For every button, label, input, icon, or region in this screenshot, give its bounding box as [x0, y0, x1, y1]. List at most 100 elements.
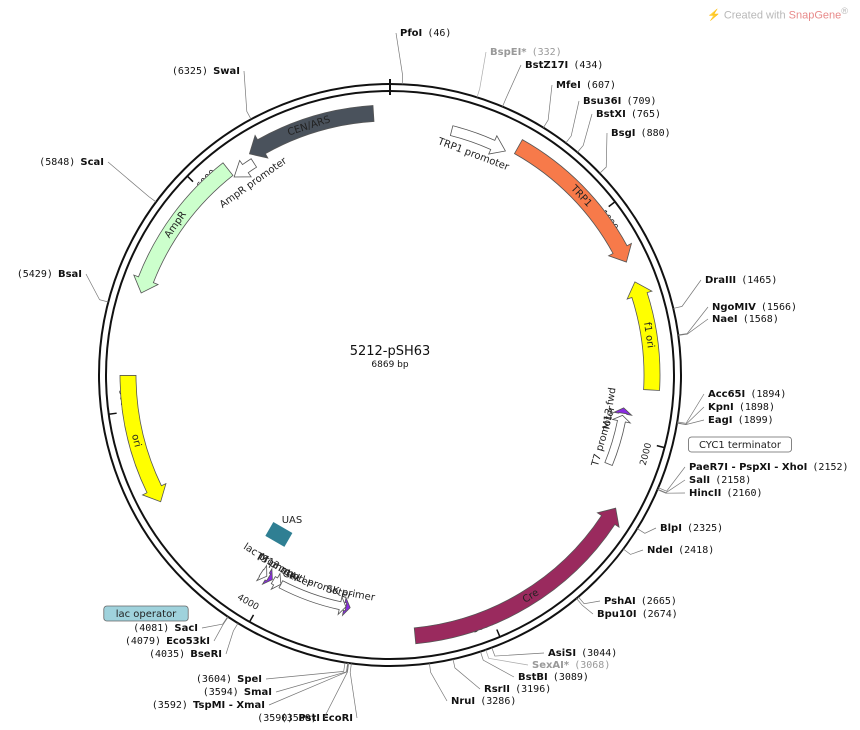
box-cyc1-terminator[interactable]: CYC1 terminator [688, 436, 792, 453]
site-text-psti: (3590) PstI [257, 706, 320, 725]
site-saci[interactable]: (4081) SacI [133, 616, 229, 635]
site-name-bspei: BspEI* [490, 47, 527, 58]
site-psti[interactable]: (3590) PstI [257, 663, 350, 725]
site-text-sexai: SexAI* (3068) [532, 653, 610, 672]
site-bspei[interactable]: BspEI* (332) [476, 40, 562, 98]
site-ndei[interactable]: NdeI (2418) [623, 538, 714, 557]
feature-ampr[interactable]: AmpR [133, 162, 234, 294]
site-text-saci: (4081) SacI [133, 616, 198, 635]
site-text-rsrii: RsrII (3196) [484, 677, 551, 696]
site-name-sali: SalI [689, 475, 710, 486]
tick-mark-5000 [108, 412, 117, 416]
site-name-bstbi: BstBI [518, 672, 548, 683]
feature-arrow-cen-ars[interactable] [248, 105, 375, 159]
site-swai[interactable]: (6325) SwaI [172, 59, 252, 120]
feature-arrow-trp1[interactable] [513, 139, 633, 263]
site-bsgi[interactable]: BsgI (880) [599, 121, 671, 174]
site-asisi[interactable]: AsiSI (3044) [491, 641, 618, 660]
site-bstz17i[interactable]: BstZ17I (434) [502, 53, 604, 107]
site-paer7i-pspxi-xhoi[interactable]: PaeR7I - PspXI - XhoI (2152) [658, 455, 849, 492]
site-text-ndei: NdeI (2418) [647, 538, 714, 557]
site-naei[interactable]: NaeI (1568) [678, 307, 779, 336]
inner-arrow-gall-promoter[interactable] [278, 580, 347, 616]
backbone-outer [98, 83, 682, 667]
site-pos-rsrii: (3196) [515, 684, 551, 695]
feature-arrow-ampr[interactable] [133, 162, 234, 294]
site-pshai[interactable]: PshAI (2665) [578, 589, 677, 608]
feature-cen-ars[interactable]: CEN/ARS [248, 105, 375, 159]
inner-arrow-m13-fwd[interactable] [612, 407, 633, 416]
feature-arrow-ampr-promoter[interactable] [233, 158, 258, 178]
site-bstxi[interactable]: BstXI (765) [577, 102, 661, 153]
site-name-ndei: NdeI [647, 545, 673, 556]
site-pos-acc65i: (1894) [750, 389, 786, 400]
feature-f1-ori[interactable]: f1 ori [626, 281, 661, 391]
site-pos-bsgi: (880) [641, 128, 671, 139]
box-rect-cyc1-terminator[interactable] [688, 436, 792, 453]
site-leader-acc65i [677, 393, 705, 424]
site-name-bpu10i: Bpu10I [597, 609, 637, 620]
box-rect-uas[interactable] [265, 522, 293, 547]
site-name-pfoi: PfoI [400, 28, 422, 39]
site-bpu10i[interactable]: Bpu10I (2674) [576, 598, 678, 621]
site-pos-nrui: (3286) [480, 696, 516, 707]
site-name-pshai: PshAI [604, 596, 636, 607]
site-name-nrui: NruI [451, 696, 475, 707]
inner-arrow-m13-rev[interactable] [261, 567, 273, 586]
site-leader-sali [657, 479, 686, 494]
site-bsai[interactable]: (5429) BsaI [17, 262, 109, 303]
site-pos-bspei: (332) [532, 47, 562, 58]
site-pos-pshai: (2665) [641, 596, 677, 607]
site-spei[interactable]: (3604) SpeI [196, 662, 346, 686]
site-name-acc65i: Acc65I [708, 389, 745, 400]
feature-trp1-promoter[interactable]: TRP1 promoter [435, 125, 511, 174]
site-ngomiv[interactable]: NgoMIV (1566) [678, 295, 797, 336]
site-name-bsai: BsaI [58, 269, 82, 280]
site-eagi[interactable]: EagI (1899) [676, 408, 774, 427]
site-smai[interactable]: (3594) SmaI [203, 662, 349, 699]
feature-arrow-cre[interactable] [413, 507, 620, 645]
site-text-pshai: PshAI (2665) [604, 589, 677, 608]
site-scai[interactable]: (5848) ScaI [39, 150, 157, 203]
site-text-bsgi: BsgI (880) [611, 121, 671, 140]
site-hincii[interactable]: HincII (2160) [657, 481, 763, 500]
site-pos-bsai: (5429) [17, 269, 53, 280]
site-draiii[interactable]: DraIII (1465) [673, 268, 777, 309]
site-mfei[interactable]: MfeI (607) [543, 73, 616, 128]
feature-arrow-trp1-promoter[interactable] [449, 125, 507, 155]
site-pfoi[interactable]: PfoI (46) [395, 21, 451, 85]
site-eco53ki[interactable]: (4079) Eco53kI [125, 616, 229, 648]
site-leader-eco53ki [213, 616, 229, 642]
label-boxes: UAS lac operator CYC1 terminator [103, 436, 792, 622]
inner-arrow-t7-promoter[interactable] [604, 414, 632, 467]
watermark-logo-icon: ⚡ [707, 9, 721, 22]
site-leader-eagi [676, 419, 705, 426]
feature-arrow-f1-ori[interactable] [626, 281, 661, 391]
box-uas[interactable]: UAS [265, 515, 302, 547]
site-bstbi[interactable]: BstBI (3089) [480, 651, 589, 684]
box-lac-operator[interactable]: lac operator [103, 605, 189, 622]
site-text-eagi: EagI (1899) [708, 408, 774, 427]
site-tspmi-xmai[interactable]: (3592) TspMI - XmaI [152, 662, 349, 712]
site-rsrii[interactable]: RsrII (3196) [452, 659, 551, 696]
site-ecori[interactable]: (3580) EcoRI [281, 663, 358, 725]
site-bseri[interactable]: (4035) BseRI [149, 623, 239, 661]
inner-arrow-t3-promoter[interactable] [270, 572, 282, 591]
feature-cre[interactable]: Cre [413, 507, 620, 645]
site-text-tspmi-xmai: (3592) TspMI - XmaI [152, 693, 265, 712]
inner-arrow-sk-primer[interactable] [341, 596, 351, 617]
box-rect-lac-operator[interactable] [103, 605, 189, 622]
site-bsu36i[interactable]: Bsu36I (709) [565, 89, 657, 144]
site-sali[interactable]: SalI (2158) [657, 468, 752, 494]
site-blpi[interactable]: BlpI (2325) [636, 516, 723, 535]
site-nrui[interactable]: NruI (3286) [429, 663, 516, 708]
feature-ampr-promoter[interactable]: AmpR promoter [218, 155, 290, 211]
site-sexai[interactable]: SexAI* (3068) [485, 649, 611, 672]
site-text-bsai: (5429) BsaI [17, 262, 82, 281]
feature-ori[interactable]: ori [119, 375, 167, 503]
inner-arrow-lac-promoter[interactable] [255, 564, 268, 582]
feature-arrow-ori[interactable] [119, 375, 167, 503]
site-acc65i[interactable]: Acc65I (1894) [677, 382, 786, 424]
box-label-cyc1-terminator: CYC1 terminator [699, 440, 782, 451]
